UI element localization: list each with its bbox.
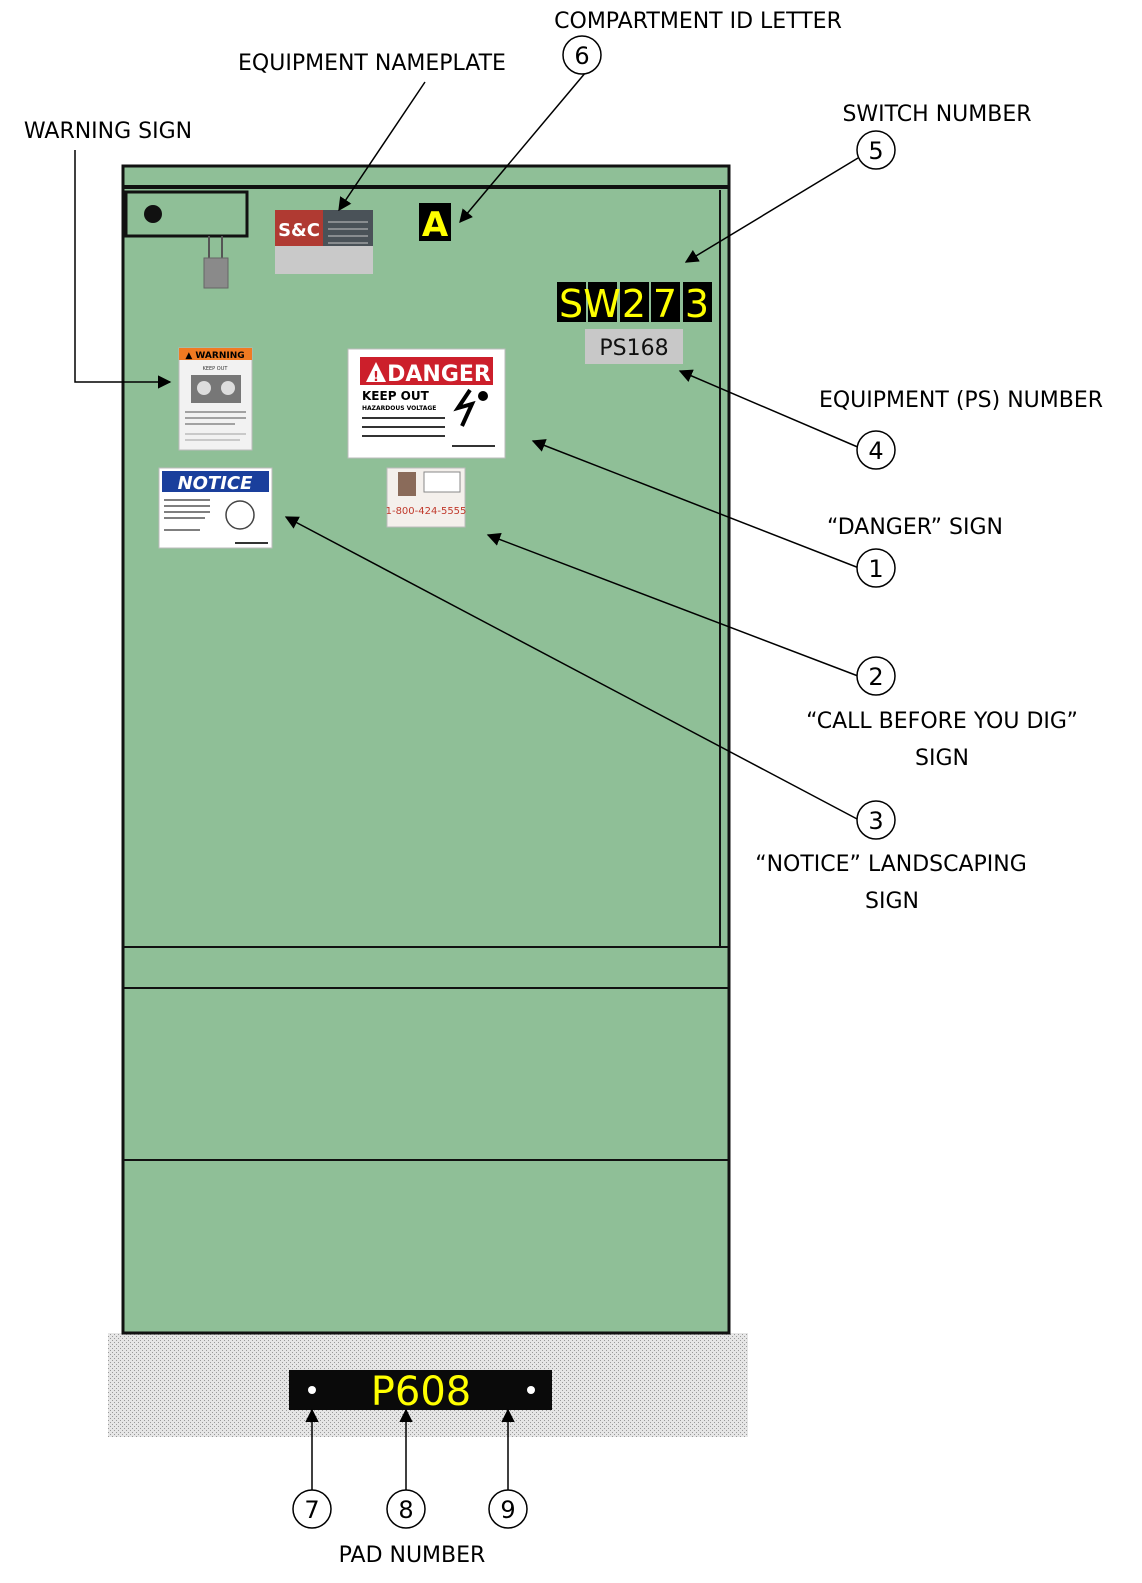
switch-digit: 7 bbox=[653, 282, 677, 326]
leader-notice bbox=[284, 516, 860, 821]
shock-figure-head-icon bbox=[478, 391, 488, 401]
notice-sign: NOTICE bbox=[158, 467, 273, 549]
callout-circle-4 bbox=[856, 430, 896, 470]
nameplate-base bbox=[275, 246, 373, 274]
label-call-before-you-dig-1: “CALL BEFORE YOU DIG” bbox=[806, 709, 1078, 734]
nameplate-logo-panel bbox=[275, 210, 323, 246]
callout-number-5: 5 bbox=[868, 137, 883, 165]
pad-plate-bg bbox=[289, 1370, 552, 1410]
callout-circle-9 bbox=[488, 1489, 528, 1529]
switch-digit-bg bbox=[683, 282, 712, 322]
switch-digit-bg bbox=[557, 282, 586, 322]
danger-sign: ! DANGER KEEP OUT HAZARDOUS VOLTAGE bbox=[347, 348, 506, 459]
label-equipment-nameplate: EQUIPMENT NAMEPLATE bbox=[238, 51, 506, 76]
compartment-letter: A bbox=[422, 205, 449, 245]
switch-digit: W bbox=[583, 282, 621, 326]
callout-circle-3 bbox=[856, 800, 896, 840]
warning-sign-header bbox=[179, 348, 252, 360]
notice-cartoon-icon bbox=[225, 500, 255, 530]
leader-lines bbox=[74, 71, 861, 1490]
ps-number: PS168 bbox=[599, 336, 668, 361]
pad-bolt-icon bbox=[308, 1386, 316, 1394]
callout-circle-1 bbox=[856, 548, 896, 588]
callout-circle-5 bbox=[856, 130, 896, 170]
callout-circle-7 bbox=[292, 1489, 332, 1529]
nameplate-logo: S&C bbox=[278, 220, 320, 241]
label-notice-landscaping-2: SIGN bbox=[865, 889, 919, 914]
compartment-letter-bg bbox=[419, 203, 451, 241]
label-compartment-id-letter: COMPARTMENT ID LETTER bbox=[554, 9, 842, 34]
switch-digit-bg bbox=[651, 282, 680, 322]
callout-circle-8 bbox=[386, 1489, 426, 1529]
pad-number: P608 bbox=[371, 1369, 471, 1415]
label-notice-landscaping-1: “NOTICE” LANDSCAPING bbox=[755, 852, 1027, 877]
leader-nameplate bbox=[338, 81, 426, 212]
danger-exclaim: ! bbox=[373, 370, 379, 385]
ps-number-plate bbox=[585, 329, 683, 364]
danger-sign-header-text: DANGER bbox=[387, 362, 491, 387]
label-switch-number: SWITCH NUMBER bbox=[842, 102, 1031, 127]
warning-sign-sub: KEEP OUT bbox=[203, 366, 229, 372]
leader-danger bbox=[531, 439, 860, 569]
label-pad-number: PAD NUMBER bbox=[339, 1543, 486, 1568]
notice-sign-header-text: NOTICE bbox=[178, 473, 254, 494]
switch-digit: S bbox=[559, 282, 583, 326]
callout-number-8: 8 bbox=[398, 1496, 413, 1524]
callout-number-3: 3 bbox=[868, 807, 883, 835]
dig-phone: 1-800-424-5555 bbox=[386, 506, 467, 517]
callout-number-4: 4 bbox=[868, 437, 883, 465]
padlock-icon bbox=[203, 257, 229, 289]
callout-circles bbox=[292, 35, 896, 1529]
dig-bubble-icon bbox=[423, 471, 461, 493]
warning-sign-header-text: ▲ WARNING bbox=[185, 351, 244, 361]
pad-number-plate: P608 bbox=[289, 1369, 552, 1415]
notice-sign-header bbox=[162, 471, 269, 492]
switch-digit: 2 bbox=[622, 282, 646, 326]
callout-circle-2 bbox=[856, 656, 896, 696]
switch-digit: 3 bbox=[685, 282, 709, 326]
switch-digit-bg bbox=[620, 282, 649, 322]
callout-number-2: 2 bbox=[868, 663, 883, 691]
callout-number-6: 6 bbox=[574, 42, 589, 70]
leader-ps bbox=[678, 369, 861, 449]
warning-figure-icon bbox=[221, 381, 235, 395]
equipment-nameplate: S&C bbox=[275, 210, 373, 274]
switch-number-plate: S W 2 7 3 bbox=[557, 282, 712, 326]
leader-compartment bbox=[459, 71, 587, 224]
label-warning-sign: WARNING SIGN bbox=[24, 119, 192, 144]
nameplate-info-panel bbox=[323, 210, 373, 246]
switch-digit-bg bbox=[588, 282, 617, 322]
callout-number-1: 1 bbox=[868, 555, 883, 583]
call-before-you-dig-sign: 1-800-424-5555 bbox=[386, 467, 467, 528]
leader-dig bbox=[486, 533, 859, 677]
label-danger-sign: “DANGER” SIGN bbox=[827, 515, 1003, 540]
dig-worker-icon bbox=[398, 472, 416, 496]
latch-hole-icon bbox=[144, 205, 162, 223]
callout-circle-6 bbox=[562, 35, 602, 75]
label-call-before-you-dig-2: SIGN bbox=[915, 746, 969, 771]
leader-switch bbox=[684, 157, 859, 263]
callout-number-9: 9 bbox=[500, 1496, 515, 1524]
warning-sign: ▲ WARNING KEEP OUT bbox=[178, 347, 253, 451]
warning-figure-icon bbox=[197, 381, 211, 395]
pad-bolt-icon bbox=[527, 1386, 535, 1394]
label-equipment-ps-number: EQUIPMENT (PS) NUMBER bbox=[819, 388, 1103, 413]
shock-figure-icon bbox=[453, 388, 476, 427]
leader-warning bbox=[74, 150, 172, 389]
callout-number-7: 7 bbox=[304, 1496, 319, 1524]
danger-sign-line1: KEEP OUT bbox=[362, 389, 430, 403]
danger-sign-line2: HAZARDOUS VOLTAGE bbox=[362, 405, 436, 412]
danger-triangle-icon bbox=[366, 362, 386, 382]
